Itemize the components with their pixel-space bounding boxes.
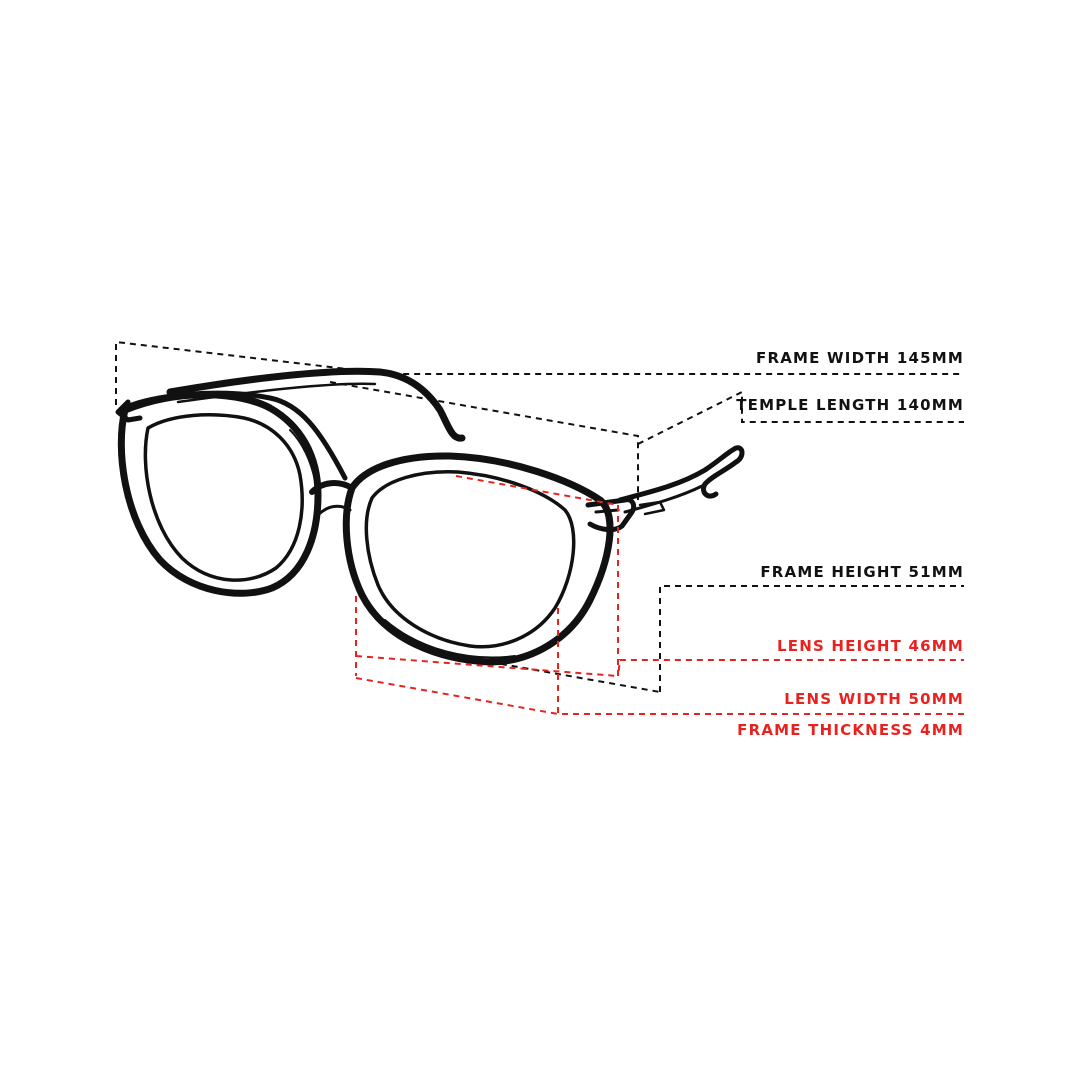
frame-width-label: FRAME WIDTH 145MM xyxy=(756,349,964,367)
frame-width-guide xyxy=(115,340,964,405)
lens-width-label: LENS WIDTH 50MM xyxy=(784,690,964,708)
right-lens xyxy=(364,470,576,649)
left-lens xyxy=(143,413,304,582)
temple-length-guide xyxy=(637,390,964,445)
eyeglasses-sketch-icon xyxy=(115,367,745,666)
red-guide-lines xyxy=(355,475,964,715)
lens-width-guide xyxy=(557,608,964,715)
frame-height-guide xyxy=(659,585,964,692)
left-lens-rim xyxy=(117,391,322,597)
frame-height-label: FRAME HEIGHT 51MM xyxy=(760,563,964,581)
temple-length-label: TEMPLE LENGTH 140MM xyxy=(736,396,964,414)
far-temple-arm xyxy=(166,367,466,442)
lens-height-guide xyxy=(617,505,964,677)
frame-thickness-label: FRAME THICKNESS 4MM xyxy=(737,721,964,739)
right-lens-rim xyxy=(342,452,614,666)
nose-bridge xyxy=(309,480,355,495)
brow-bar xyxy=(122,390,348,481)
lens-height-label: LENS HEIGHT 46MM xyxy=(776,637,964,655)
near-temple-arm xyxy=(617,445,745,503)
black-guide-lines xyxy=(115,340,964,693)
